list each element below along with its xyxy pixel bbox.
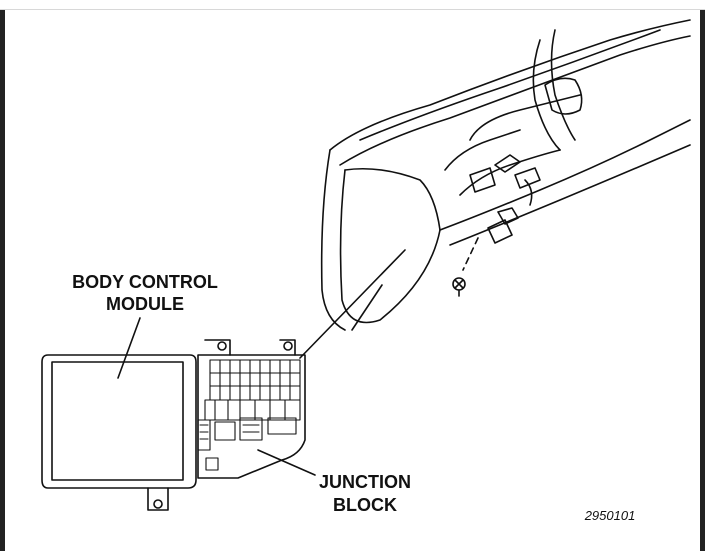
instrument-panel-outline bbox=[320, 19, 691, 331]
body-control-module-shape bbox=[41, 354, 197, 511]
junction-block-label-line1: JUNCTION bbox=[319, 472, 411, 492]
frame-right-bar bbox=[700, 10, 705, 551]
junction-block-leader bbox=[257, 449, 316, 476]
body-control-module-leader bbox=[117, 317, 141, 379]
frame-left-bar bbox=[0, 10, 5, 551]
body-control-module-label-line2: MODULE bbox=[106, 294, 184, 314]
frame-top-rule bbox=[0, 9, 705, 10]
junction-block-location-leader bbox=[299, 249, 406, 359]
junction-block-label-line2: BLOCK bbox=[333, 495, 397, 515]
junction-block-shape bbox=[197, 339, 306, 479]
panel-shading-line bbox=[351, 284, 383, 331]
figure-number: 2950101 bbox=[584, 508, 636, 523]
body-control-module-label-line1: BODY CONTROL bbox=[72, 272, 218, 292]
